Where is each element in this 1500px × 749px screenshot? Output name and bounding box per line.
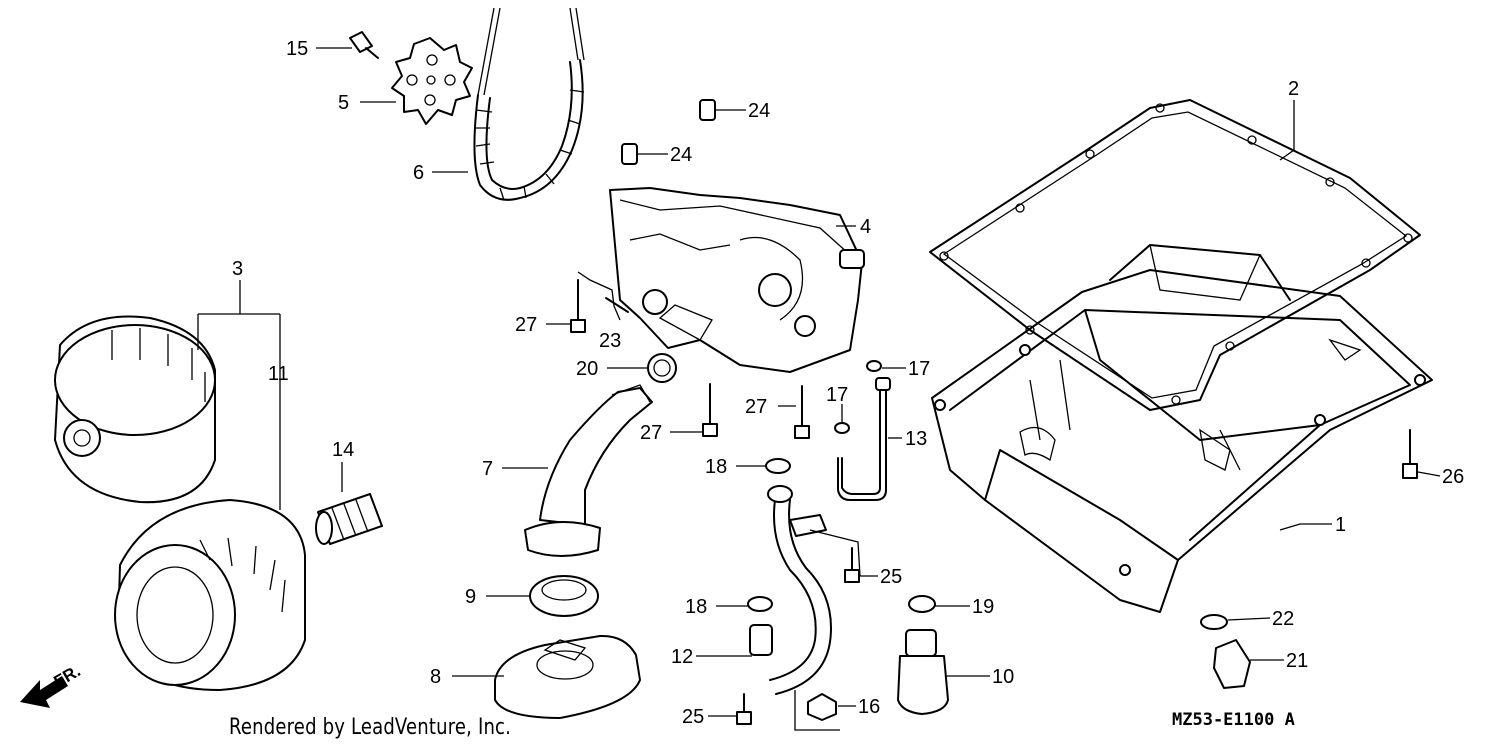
chain-part — [473, 7, 585, 201]
callout-27: 27 — [640, 422, 662, 444]
oil-pan-part — [931, 244, 1433, 613]
callout-25: 25 — [682, 706, 704, 728]
filter-bolt-part — [315, 493, 383, 545]
callout-17: 17 — [826, 384, 848, 406]
oil-pipe-part — [749, 485, 832, 695]
pan-bolt-part — [1402, 429, 1418, 479]
callout-10: 10 — [992, 666, 1014, 688]
credit-line: Rendered by LeadVenture, Inc. — [229, 715, 512, 740]
callout-18: 18 — [705, 456, 727, 478]
oil-strainer-part — [494, 634, 641, 719]
o-ring-part — [647, 353, 677, 383]
pump-bolt-part-b — [702, 383, 718, 437]
strainer-seal-part — [529, 575, 599, 617]
callout-27: 27 — [515, 314, 537, 336]
oil-filter-part — [54, 315, 216, 504]
callout-8: 8 — [430, 666, 441, 688]
oil-pump-part — [609, 187, 865, 373]
sprocket-bolt-part — [349, 31, 379, 59]
diagram-code: MZ53-E1100 A — [1172, 710, 1295, 730]
callout-7: 7 — [482, 458, 493, 480]
washer-part — [747, 360, 1228, 630]
callout-1: 1 — [1335, 514, 1346, 536]
pipe-bolt-part — [736, 547, 860, 725]
callout-5: 5 — [338, 92, 349, 114]
callout-24: 24 — [670, 144, 692, 166]
callout-11: 11 — [268, 363, 289, 385]
callout-24: 24 — [748, 100, 770, 122]
callout-26: 26 — [1442, 466, 1464, 488]
strainer-pipe-part — [524, 384, 653, 557]
pipe-nut-part — [794, 690, 840, 731]
callout-25: 25 — [880, 566, 902, 588]
callout-22: 22 — [1272, 608, 1294, 630]
u-pipe-part — [837, 377, 891, 501]
callout-6: 6 — [413, 162, 424, 184]
callout-27: 27 — [745, 396, 767, 418]
callout-9: 9 — [465, 586, 476, 608]
drain-bolt-part — [1213, 639, 1251, 689]
callout-13: 13 — [905, 428, 927, 450]
sprocket-part — [391, 37, 473, 125]
callout-2: 2 — [1288, 78, 1299, 100]
callout-19: 19 — [972, 596, 994, 618]
callout-21: 21 — [1286, 650, 1308, 672]
callout-16: 16 — [858, 696, 880, 718]
dowel-pin-part — [621, 99, 716, 165]
pump-bolt-part — [570, 279, 586, 333]
front-direction-arrow: FR. — [20, 661, 84, 708]
oil-filter-alt-part — [114, 499, 306, 691]
leader-lines — [197, 47, 1441, 717]
pump-pin-part — [605, 297, 629, 313]
oil-pan-gasket-part — [929, 99, 1421, 411]
callout-15: 15 — [286, 38, 308, 60]
callout-4: 4 — [860, 216, 871, 238]
callout-12: 12 — [671, 646, 693, 668]
callout-3: 3 — [232, 258, 243, 280]
pressure-switch-part — [897, 629, 949, 715]
pump-bolt-part-c — [794, 385, 810, 439]
callout-18: 18 — [685, 596, 707, 618]
callout-23: 23 — [599, 330, 621, 352]
callout-14: 14 — [332, 439, 354, 461]
callout-17: 17 — [908, 358, 930, 380]
callout-20: 20 — [576, 358, 598, 380]
